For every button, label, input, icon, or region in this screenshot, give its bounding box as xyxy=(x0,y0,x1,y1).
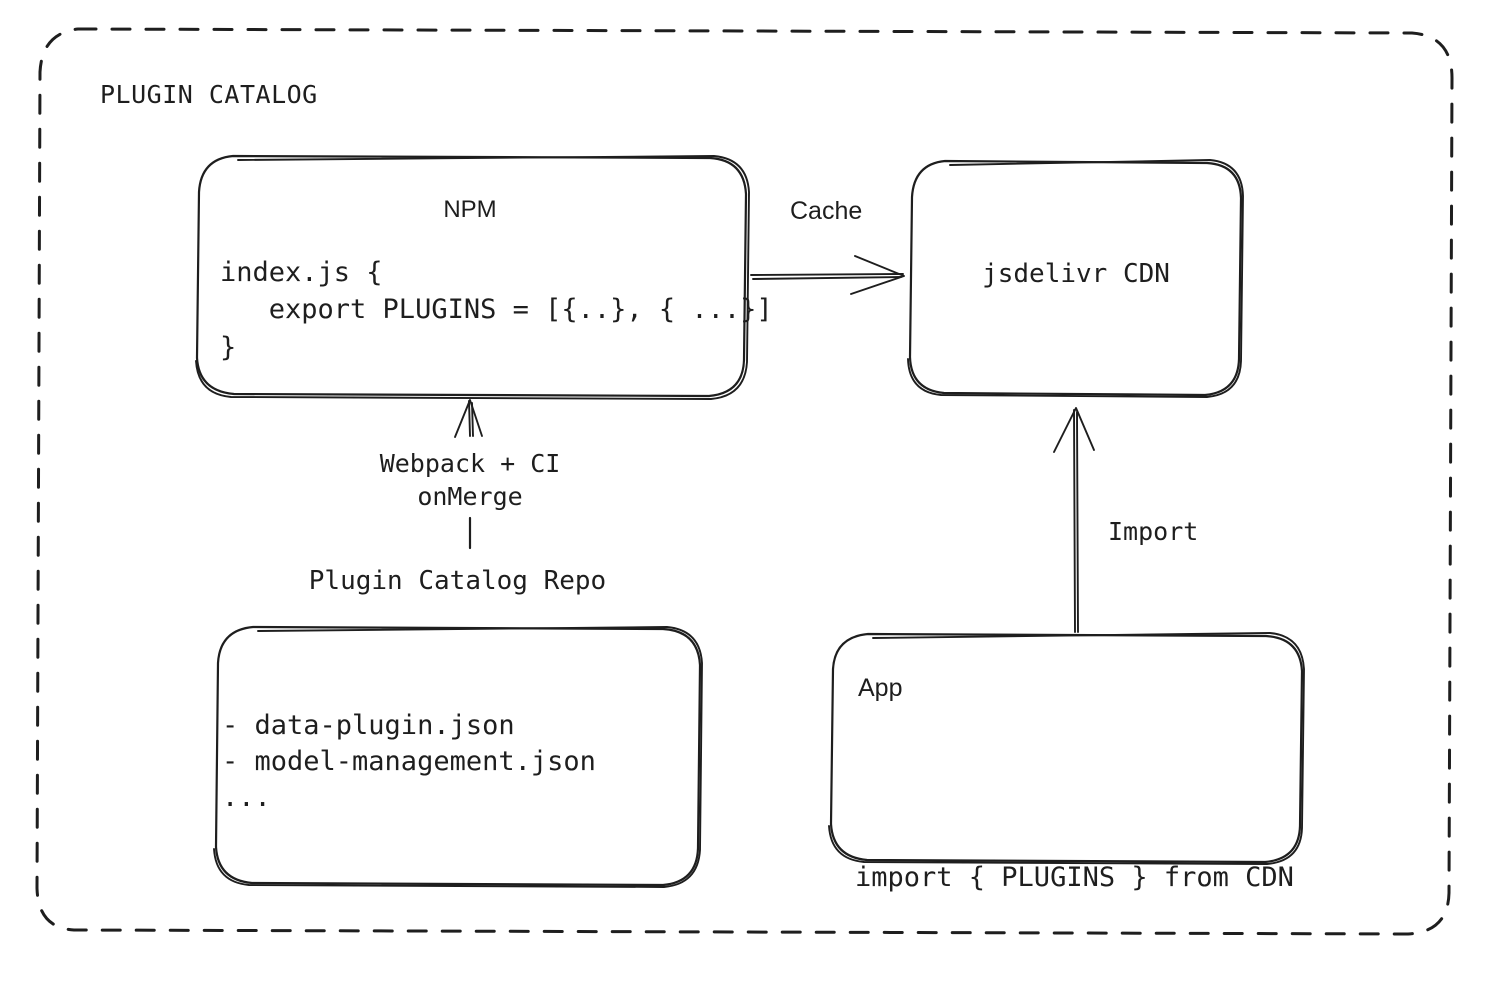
cdn-box-title: jsdelivr CDN xyxy=(982,259,1170,289)
import-arrow xyxy=(1053,407,1095,633)
plugin-catalog-container-border xyxy=(35,27,1454,936)
npm-box-code: index.js { export PLUGINS = [{..}, { ...… xyxy=(220,257,773,363)
jsdelivr-cdn-box[interactable] xyxy=(907,159,1244,398)
webpack-ci-edge-label: Webpack + CI onMerge xyxy=(379,449,561,511)
plugin-catalog-repo-items: - data-plugin.json - model-management.js… xyxy=(222,710,596,813)
import-edge-label: Import xyxy=(1108,517,1199,546)
plugin-catalog-repo-caption: Plugin Catalog Repo xyxy=(308,566,607,596)
page-title: PLUGIN CATALOG xyxy=(100,80,318,109)
cache-arrow xyxy=(750,255,905,295)
app-box[interactable] xyxy=(828,632,1305,865)
plugin-catalog-repo-box[interactable] xyxy=(213,625,703,888)
app-box-title: App xyxy=(858,674,903,702)
npm-box-title: NPM xyxy=(443,196,497,223)
cache-edge-label: Cache xyxy=(790,197,863,225)
app-box-code: import { PLUGINS } from CDN PLUGINS.forE… xyxy=(855,737,1294,1002)
app-code-line-import: import { PLUGINS } from CDN xyxy=(855,862,1294,894)
npm-box[interactable] xyxy=(195,154,750,400)
webpack-ci-arrow xyxy=(454,399,483,550)
